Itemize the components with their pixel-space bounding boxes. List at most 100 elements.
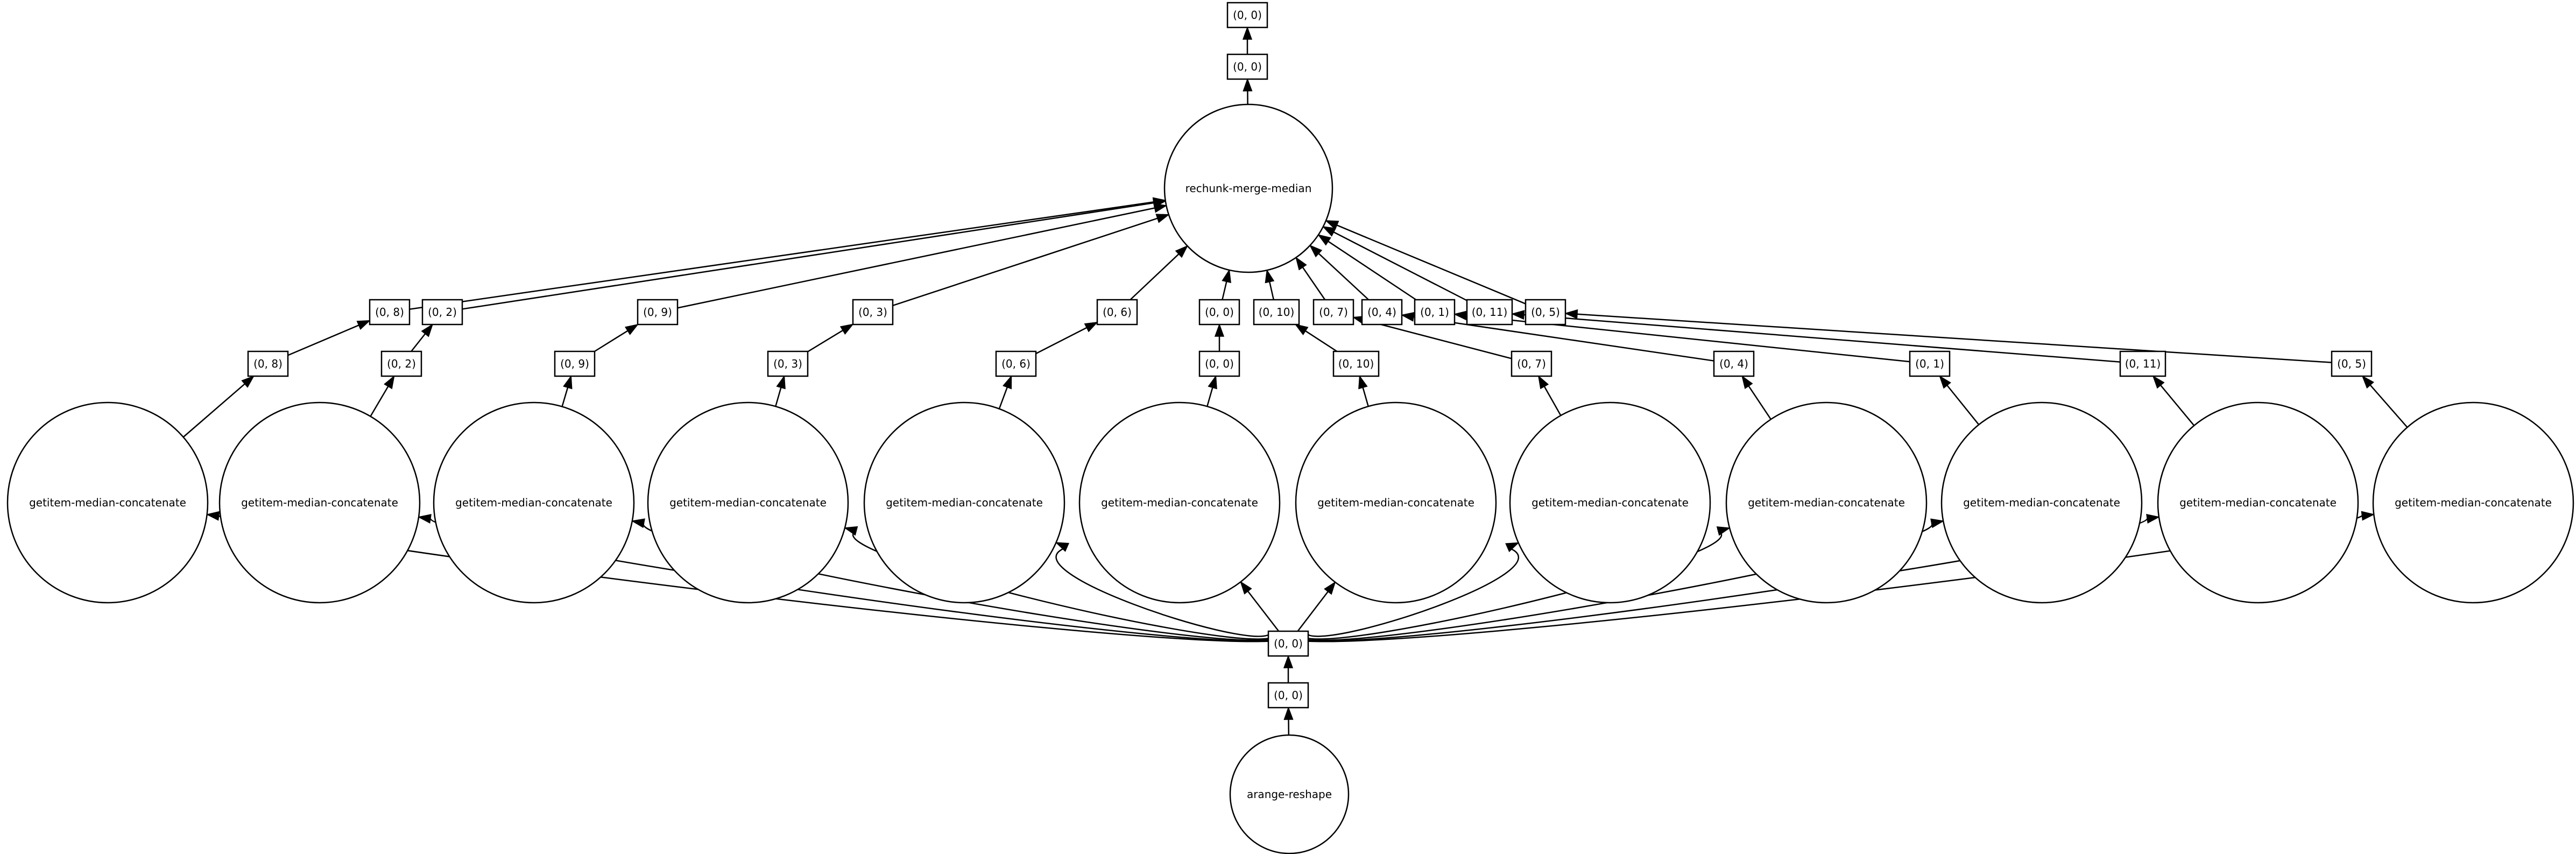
- node-shape-box: [247, 350, 289, 377]
- chunk-node-box: (0, 11): [2119, 350, 2166, 377]
- edge-c10-to-b1_low: [1946, 385, 1980, 425]
- arrowhead-icon: [1322, 226, 1337, 237]
- edges-layer: [182, 26, 2408, 736]
- node-label: (0, 7): [1517, 357, 1546, 370]
- arrowhead-icon: [1222, 269, 1231, 284]
- chunk-node-box: (0, 0): [1267, 630, 1309, 657]
- node-shape-box: [995, 350, 1037, 377]
- chunk-node-box: (0, 0): [1267, 682, 1309, 709]
- task-node-circle: getitem-median-concatenate: [218, 401, 421, 604]
- arrowhead-icon: [1716, 526, 1731, 536]
- node-label: getitem-median-concatenate: [2395, 496, 2552, 509]
- arrowhead-icon: [1283, 706, 1294, 720]
- node-shape-box: [1226, 2, 1268, 29]
- node-label: (0, 8): [253, 357, 283, 370]
- arrowhead-icon: [631, 518, 645, 528]
- arrowhead-icon: [1324, 581, 1336, 595]
- node-shape-circle: [1229, 734, 1350, 854]
- arrowhead-icon: [1155, 214, 1170, 223]
- edge-b8_low-to-b8_top: [287, 324, 359, 356]
- arrowhead-icon: [421, 323, 434, 337]
- edge-c3-to-b9_low: [561, 387, 569, 407]
- node-label: (0, 5): [1531, 306, 1560, 319]
- node-label: (0, 9): [560, 357, 589, 370]
- node-label: (0, 7): [1319, 306, 1348, 319]
- arrowhead-icon: [1265, 269, 1275, 284]
- arrowhead-icon: [1939, 375, 1951, 389]
- arrowhead-icon: [1283, 654, 1294, 668]
- node-shape-box: [380, 350, 422, 377]
- arrowhead-icon: [1055, 542, 1070, 552]
- node-shape-box: [1267, 630, 1309, 657]
- node-shape-box: [1361, 299, 1403, 326]
- chunk-node-box: (0, 3): [767, 350, 809, 377]
- edge-b0_top-to-merge: [1222, 281, 1227, 300]
- node-shape-box: [637, 299, 679, 326]
- chunk-node-box: (0, 6): [1096, 299, 1138, 326]
- arrowhead-icon: [1003, 375, 1012, 390]
- node-shape-circle: [6, 401, 209, 604]
- node-label: (0, 1): [1420, 306, 1449, 319]
- node-label: (0, 9): [643, 306, 672, 319]
- chunk-node-box: (0, 7): [1312, 299, 1354, 326]
- node-shape-box: [1713, 350, 1755, 377]
- node-shape-box: [852, 299, 894, 326]
- node-shape-box: [767, 350, 809, 377]
- arrowhead-icon: [1537, 375, 1549, 390]
- edge-b3_top-to-merge: [892, 217, 1158, 306]
- arrowhead-icon: [1505, 542, 1520, 553]
- node-label: (0, 10): [1338, 357, 1374, 370]
- chunk-node-box: (0, 8): [369, 299, 411, 326]
- arrowhead-icon: [2361, 375, 2374, 389]
- node-shape-box: [1198, 350, 1240, 377]
- node-label: getitem-median-concatenate: [1748, 496, 1905, 509]
- edge-hub-to-c8: [1308, 547, 1520, 637]
- chunk-node-box: (0, 2): [380, 350, 422, 377]
- task-node-circle: getitem-median-concatenate: [1295, 401, 1497, 604]
- node-label: (0, 0): [1233, 9, 1262, 22]
- arrowhead-icon: [1400, 312, 1415, 322]
- node-shape-box: [1198, 299, 1240, 326]
- edge-c8-to-b7_low: [1543, 386, 1562, 416]
- task-node-circle: getitem-median-concatenate: [2157, 401, 2359, 604]
- arrowhead-icon: [1208, 375, 1217, 390]
- node-shape-box: [1312, 299, 1354, 326]
- edge-b4_low-to-b4_top: [1413, 316, 1714, 362]
- task-node-circle: getitem-median-concatenate: [1078, 401, 1281, 604]
- arrowhead-icon: [1564, 309, 1578, 319]
- node-label: (0, 4): [1367, 306, 1396, 319]
- arrowhead-icon: [2152, 375, 2165, 389]
- chunk-node-box: (0, 10): [1253, 299, 1300, 326]
- node-label: arange-reshape: [1247, 788, 1332, 801]
- chunk-node-box: (0, 7): [1511, 350, 1552, 377]
- chunk-node-box: (0, 5): [2331, 350, 2373, 377]
- node-label: getitem-median-concatenate: [2179, 496, 2337, 509]
- edge-b11_top-to-merge: [1333, 231, 1467, 301]
- node-label: (0, 6): [1001, 357, 1031, 370]
- edge-b8_top-to-merge: [409, 201, 1154, 310]
- chunk-node-box: (0, 8): [247, 350, 289, 377]
- chunk-node-box: (0, 2): [421, 299, 463, 326]
- arrowhead-icon: [2146, 514, 2161, 524]
- edge-b10_low-to-b10_top: [1305, 330, 1338, 352]
- edge-c1-to-b8_low: [182, 383, 245, 438]
- edge-c2-to-b2_low: [370, 386, 389, 417]
- node-shape-box: [1332, 350, 1380, 377]
- chunk-node-box: (0, 4): [1713, 350, 1755, 377]
- node-label: getitem-median-concatenate: [241, 496, 398, 509]
- chunk-node-box: (0, 0): [1198, 350, 1240, 377]
- task-node-circle: getitem-median-concatenate: [863, 401, 1065, 604]
- task-node-circle: getitem-median-concatenate: [1509, 401, 1711, 604]
- node-shape-circle: [1163, 103, 1333, 273]
- arrowhead-icon: [1309, 244, 1323, 258]
- node-label: (0, 0): [1205, 357, 1234, 370]
- node-shape-box: [1511, 350, 1552, 377]
- chunk-node-box: (0, 9): [554, 350, 596, 377]
- arrowhead-icon: [1214, 323, 1225, 337]
- edge-c5-to-b6_low: [998, 387, 1008, 410]
- node-label: (0, 4): [1719, 357, 1748, 370]
- arrowhead-icon: [1930, 518, 1945, 528]
- node-shape-box: [1414, 299, 1456, 326]
- edge-b9_low-to-b9_top: [594, 330, 629, 352]
